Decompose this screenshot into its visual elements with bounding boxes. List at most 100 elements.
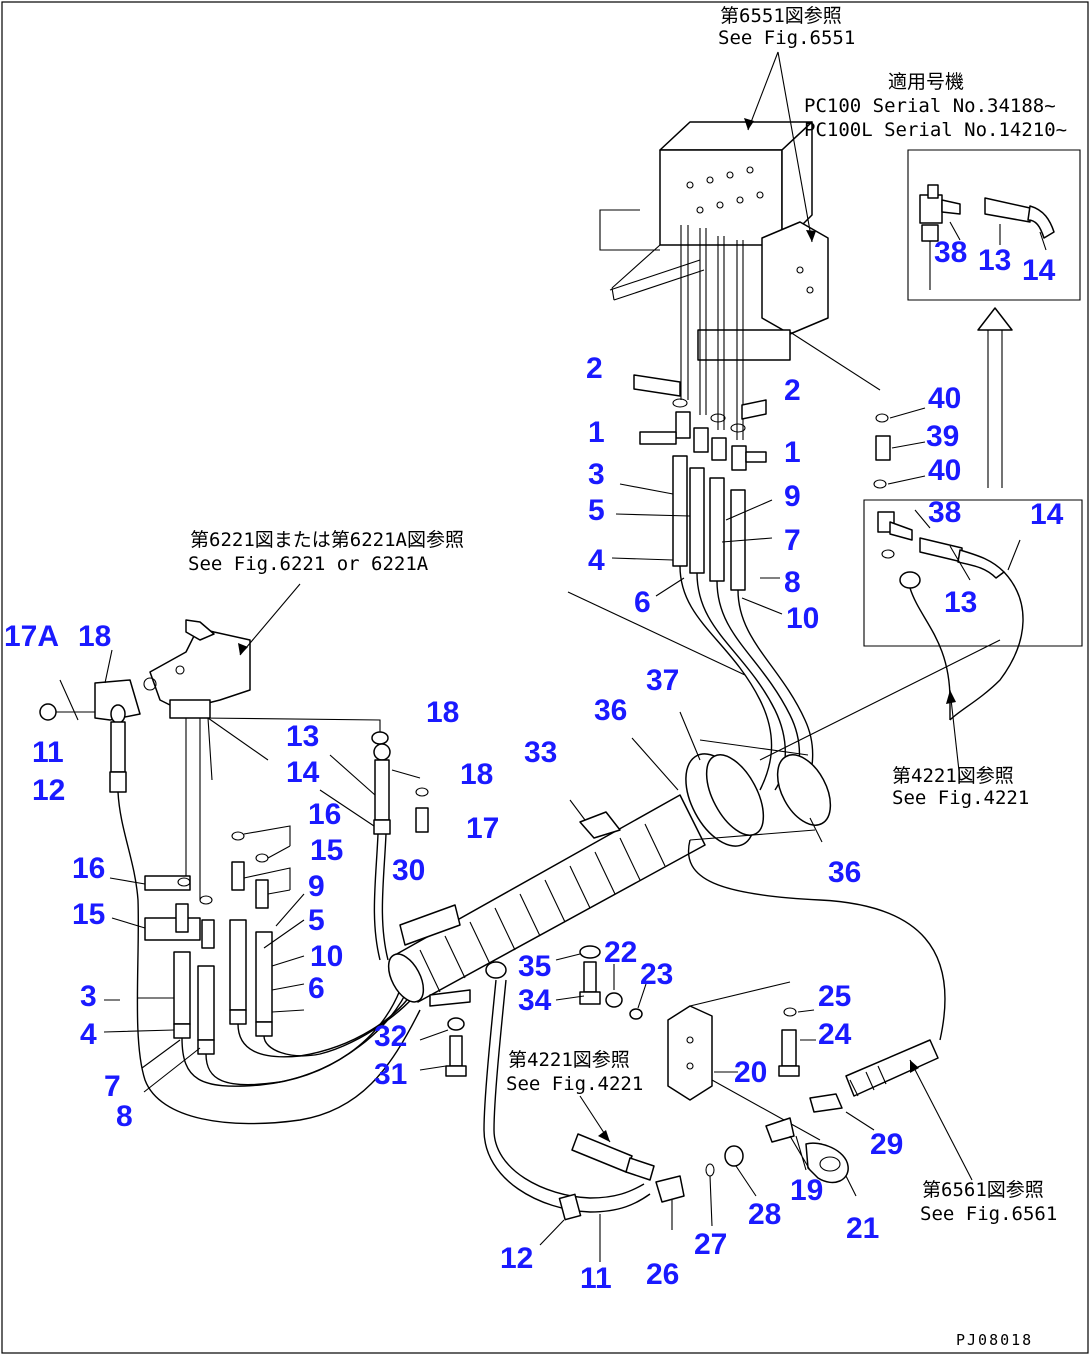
callout-15: 15 [310,834,343,867]
valve-pilot-tubes [680,225,744,440]
callout-36: 36 [828,856,861,889]
callout-10: 10 [786,602,819,635]
left-block-assembly [143,583,301,900]
callout-40: 40 [928,382,961,415]
callout-11: 11 [580,1262,612,1295]
callout-36: 36 [594,694,627,727]
callout-20: 20 [734,1056,767,1089]
callout-24: 24 [818,1018,852,1051]
bracket-20 [667,981,821,1141]
grommet [631,711,832,847]
callout-14: 14 [1022,254,1056,287]
callout-40: 40 [928,454,961,487]
serial-line2: PC100L Serial No.14210~ [804,119,1067,141]
callout-12: 12 [32,774,65,807]
callout-2: 2 [586,352,603,385]
callout-1: 1 [588,416,605,449]
callout-14: 14 [1030,498,1064,531]
callout-7: 7 [104,1070,121,1103]
serial-inset-box [907,149,1081,301]
block-ref-jp: 第6221図または第6221A図参照 [190,529,464,551]
callout-13: 13 [944,586,977,619]
callout-5: 5 [588,494,605,527]
spiral-sleeve [387,794,706,1007]
ref4221-bottom-jp: 第4221図参照 [508,1049,630,1071]
center-left-hose [199,717,429,961]
serial-title: 適用号機 [888,71,964,93]
callout-15: 15 [72,898,105,931]
callout-3: 3 [80,980,97,1013]
block-ref-en: See Fig.6221 or 6221A [188,553,429,575]
callout-34: 34 [518,984,552,1017]
callout-19: 19 [790,1174,823,1207]
serial-line1: PC100 Serial No.34188~ [804,95,1056,117]
callout-6: 6 [308,972,325,1005]
connector-29 [809,1039,973,1181]
inset-arrow [977,307,1013,488]
main-hose-bundle [117,791,431,1125]
callout-28: 28 [748,1198,781,1231]
control-valve-assembly [599,121,829,361]
callout-12: 12 [500,1242,533,1275]
callout-13: 13 [978,244,1011,277]
callout-32: 32 [374,1020,407,1053]
callout-14: 14 [286,756,320,789]
callouts: 2 2 1 1 3 5 4 6 9 7 8 10 38 13 14 40 39 … [4,236,1064,1295]
ref4221-right-en: See Fig.4221 [892,787,1029,809]
left-fittings [109,825,291,949]
callout-6: 6 [634,586,651,619]
callout-1: 1 [784,436,801,469]
ref6561-jp: 第6561図参照 [922,1179,1044,1201]
callout-7: 7 [784,524,801,557]
callout-11: 11 [32,736,64,769]
valve-ref-jp: 第6551図参照 [720,5,842,27]
callout-9: 9 [308,870,325,903]
figure-id: PJ08018 [956,1331,1033,1349]
centerlines [567,591,1001,1041]
bottom-hose [483,979,651,1262]
callout-29: 29 [870,1128,903,1161]
callout-2: 2 [784,374,801,407]
callout-30: 30 [392,854,425,887]
callout-3: 3 [588,458,605,491]
callout-39: 39 [926,420,959,453]
callout-21: 21 [846,1212,879,1245]
valve-ref-arrows [744,51,881,391]
callout-4: 4 [588,544,605,577]
ref4221-bottom-en: See Fig.4221 [506,1073,643,1095]
callout-4: 4 [80,1018,97,1051]
callout-8: 8 [784,566,801,599]
callout-18: 18 [426,696,459,729]
callout-33: 33 [524,736,557,769]
callout-17: 17 [466,812,499,845]
callout-22: 22 [604,936,637,969]
callout-9: 9 [784,480,801,513]
parts-38-40 [873,407,926,489]
ref4221-right-leader [946,689,961,781]
callout-18: 18 [460,758,493,791]
bolts [419,945,647,1077]
callout-16: 16 [72,852,105,885]
callout-5: 5 [308,904,325,937]
left-upper-parts [39,649,141,793]
callout-10: 10 [310,940,343,973]
callout-31: 31 [374,1058,407,1091]
callout-38: 38 [928,496,961,529]
callout-16: 16 [308,798,341,831]
ref6561-en: See Fig.6561 [920,1203,1057,1225]
callout-23: 23 [640,958,673,991]
callout-35: 35 [518,950,551,983]
bottom-fittings [571,1095,857,1230]
callout-8: 8 [116,1100,133,1133]
callout-18: 18 [78,620,111,653]
callout-27: 27 [694,1228,727,1261]
callout-37: 37 [646,664,679,697]
lower-inset-box [863,499,1083,721]
valve-ref-en: See Fig.6551 [718,27,855,49]
valve-fittings [633,374,767,471]
ref4221-right-jp: 第4221図参照 [892,765,1014,787]
callout-26: 26 [646,1258,679,1291]
callout-17A: 17A [4,620,59,653]
